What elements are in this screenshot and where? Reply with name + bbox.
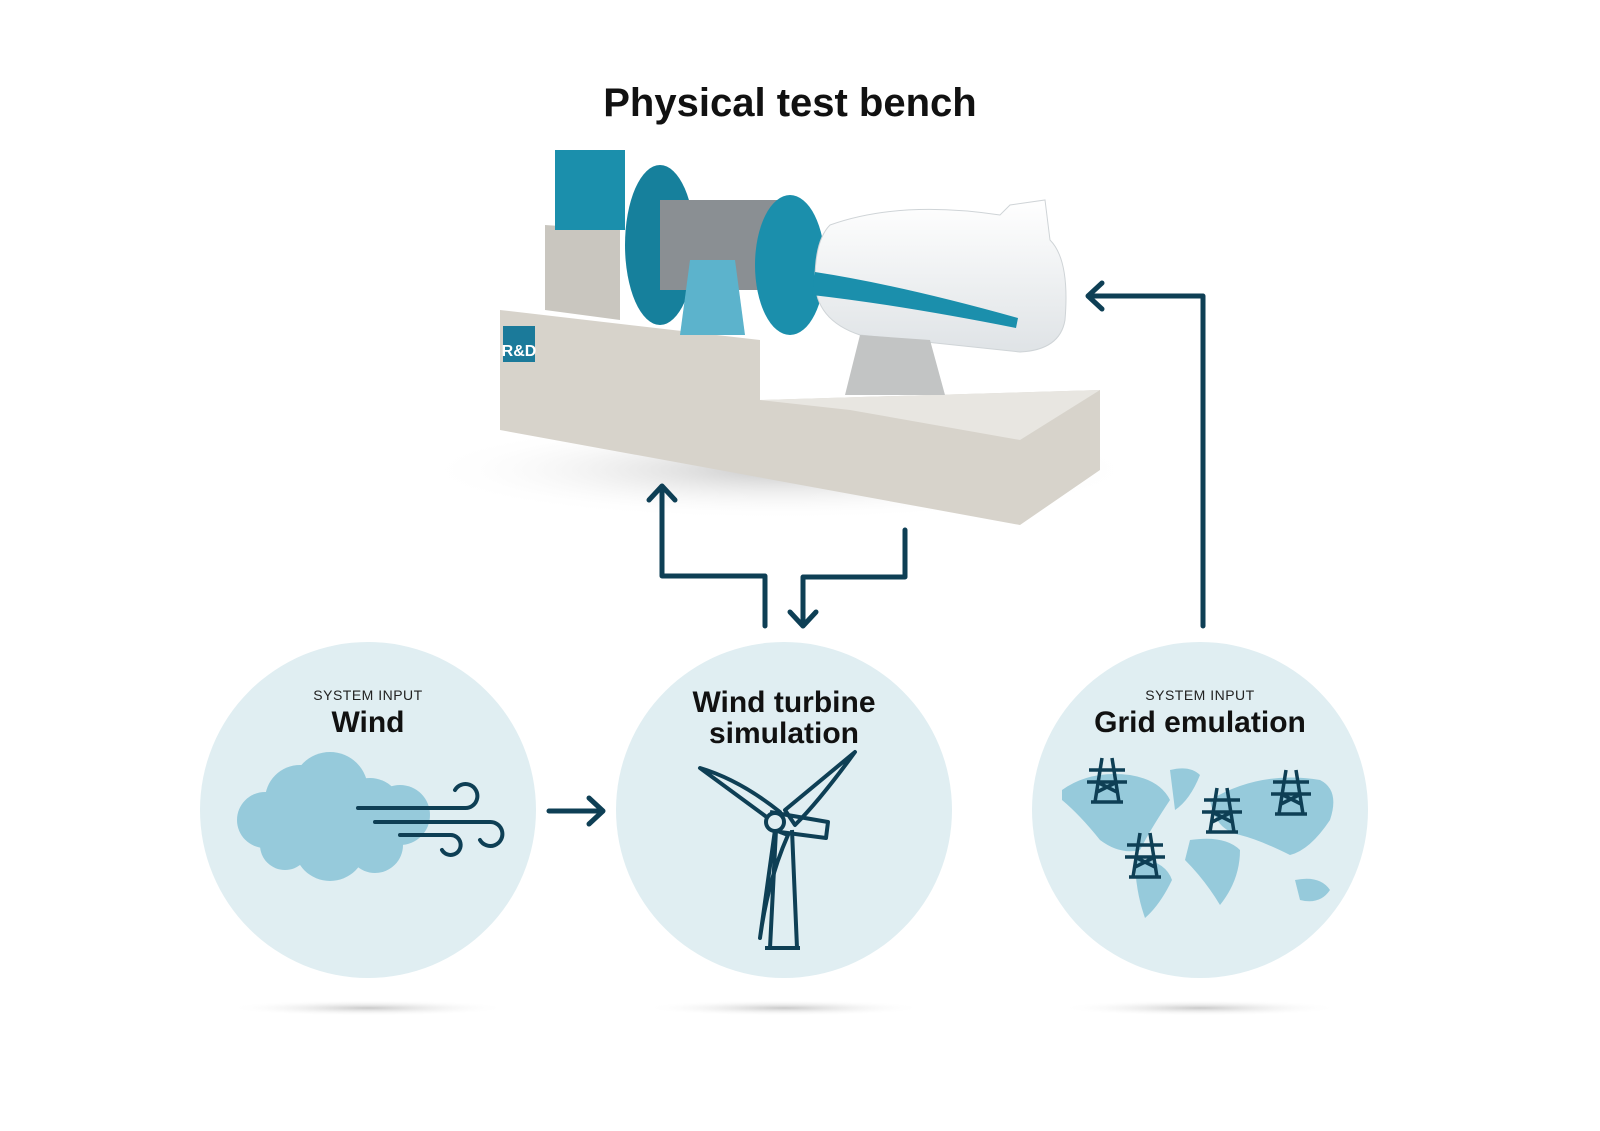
svg-text:R&D: R&D [502, 343, 537, 360]
wind-turbine-icon [698, 750, 857, 950]
world-map-icon [1062, 768, 1334, 918]
arrow-grid-to-bench [1085, 280, 1206, 629]
power-tower-icons [1087, 757, 1311, 879]
svg-text:simulation: simulation [709, 717, 859, 750]
node-wind-turbine-simulation: Wind turbine simulation [616, 642, 952, 978]
node-wind: SYSTEM INPUT Wind [200, 642, 536, 978]
svg-text:SYSTEM INPUT: SYSTEM INPUT [313, 687, 422, 703]
node-grid-emulation: SYSTEM INPUT Grid emulation [1032, 642, 1368, 978]
svg-text:Grid emulation: Grid emulation [1094, 706, 1306, 739]
rd-logo [503, 326, 535, 362]
arrow-simulation-to-bench [646, 483, 768, 629]
arrow-wind-to-simulation [546, 795, 606, 827]
test-bench-illustration: R&D [420, 150, 1140, 525]
svg-text:SYSTEM INPUT: SYSTEM INPUT [1145, 687, 1254, 703]
svg-text:Wind: Wind [331, 706, 404, 739]
page-title: Physical test bench [603, 81, 976, 125]
arrow-bench-to-simulation [787, 527, 908, 629]
svg-text:Wind turbine: Wind turbine [692, 686, 875, 719]
cloud-wind-icon [237, 752, 505, 881]
